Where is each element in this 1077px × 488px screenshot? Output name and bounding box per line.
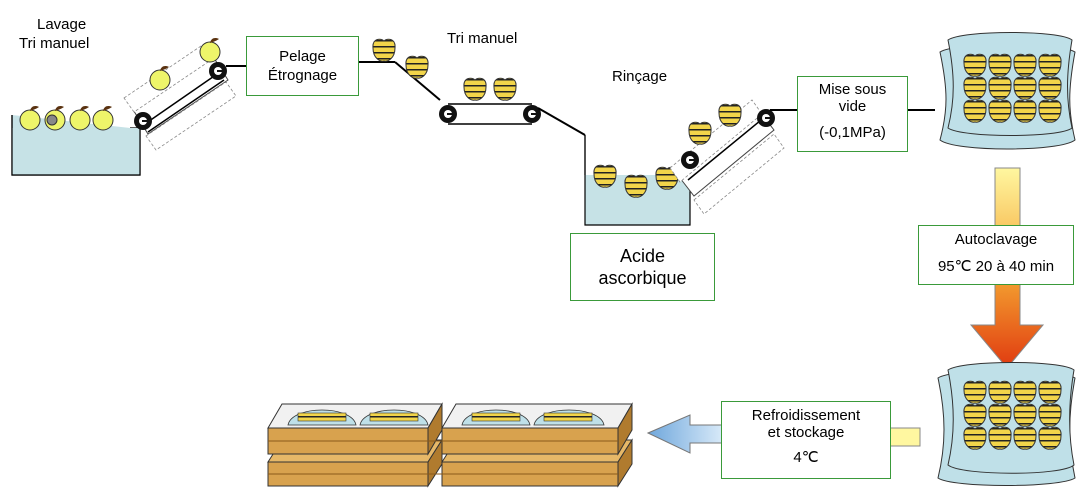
box-autoclavage: Autoclavage 95℃ 20 à 40 min	[918, 225, 1074, 285]
label-tri-manuel-left: Tri manuel	[19, 35, 90, 52]
box-refroid-line-3: 4℃	[793, 449, 819, 466]
box-vide-line-2: vide	[838, 98, 867, 115]
rinsing-tank	[584, 135, 691, 226]
box-autoclavage-line-2: 95℃ 20 à 40 min	[937, 258, 1055, 275]
box-refroid-line-1: Refroidissement	[751, 407, 861, 424]
crates	[267, 402, 633, 488]
conveyor-left	[123, 37, 237, 151]
box-vide-line-1: Mise sous	[818, 81, 887, 98]
washing-tank	[11, 115, 141, 176]
conveyor-right	[669, 99, 935, 215]
box-refroidissement: Refroidissement et stockage 4℃	[721, 401, 891, 479]
vacuum-packs-top	[939, 32, 1076, 150]
vacuum-packs-bottom	[937, 362, 1076, 486]
box-acide-line-1: Acide	[619, 246, 666, 266]
label-tri-manuel-middle: Tri manuel	[447, 30, 518, 47]
box-acide-line-2: ascorbique	[598, 268, 687, 288]
box-pelage: Pelage Étrognage	[246, 36, 359, 96]
box-vide-line-3: (-0,1MPa)	[819, 124, 886, 141]
box-autoclavage-line-1: Autoclavage	[954, 231, 1038, 248]
box-mise-sous-vide: Mise sous vide (-0,1MPa)	[797, 76, 908, 152]
box-refroid-line-2: et stockage	[767, 424, 845, 441]
label-lavage: Lavage	[37, 16, 87, 33]
box-acide-ascorbique: Acide ascorbique	[570, 233, 715, 301]
conveyor-middle	[439, 77, 586, 175]
belt-line-top	[226, 38, 441, 101]
box-pelage-line-2: Étrognage	[267, 67, 338, 84]
label-rincage: Rinçage	[612, 68, 668, 85]
apples-in-tank	[19, 105, 114, 131]
box-pelage-line-1: Pelage	[279, 48, 326, 65]
